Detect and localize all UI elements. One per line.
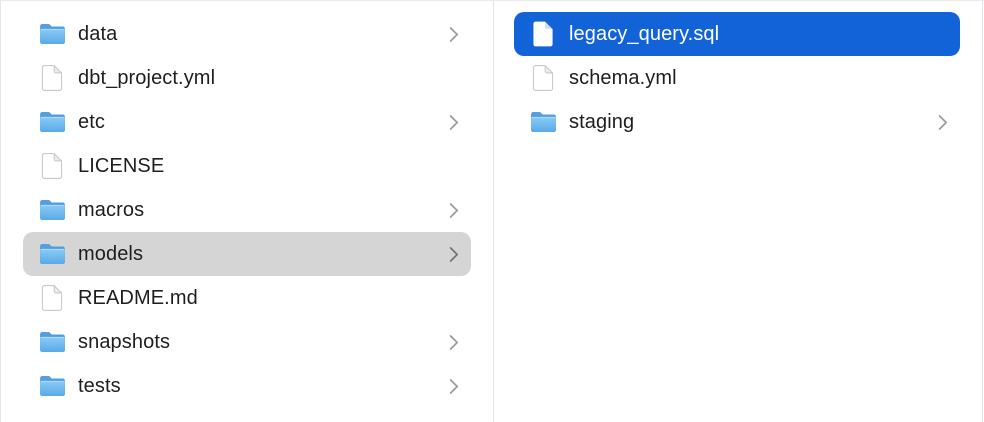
chevron-right-icon	[449, 246, 459, 263]
list-item-legacy-query-sql-selected[interactable]: legacy_query.sql	[514, 12, 960, 56]
column-divider[interactable]	[982, 1, 983, 422]
list-item-readme-md[interactable]: README.md	[23, 276, 471, 320]
item-label: tests	[78, 374, 121, 397]
chevron-right-icon	[449, 114, 459, 131]
document-icon	[529, 62, 557, 94]
item-label: LICENSE	[78, 154, 165, 177]
folder-icon	[38, 194, 66, 226]
chevron-right-icon	[938, 114, 948, 131]
item-label: legacy_query.sql	[569, 22, 720, 45]
list-item-macros[interactable]: macros	[23, 188, 471, 232]
chevron-right-icon	[449, 334, 459, 351]
document-icon	[529, 18, 557, 50]
file-column-2: legacy_query.sql schema.yml staging	[494, 1, 982, 422]
file-column-1: data dbt_project.yml etc LICENSE macros …	[1, 1, 493, 422]
item-label: staging	[569, 110, 635, 133]
item-label: snapshots	[78, 330, 171, 353]
chevron-right-icon	[449, 26, 459, 43]
item-label: dbt_project.yml	[78, 66, 216, 89]
document-icon	[38, 150, 66, 182]
folder-icon	[38, 18, 66, 50]
list-item-models-selected[interactable]: models	[23, 232, 471, 276]
list-item-dbt-project-yml[interactable]: dbt_project.yml	[23, 56, 471, 100]
column-divider[interactable]	[493, 1, 494, 422]
folder-icon	[529, 106, 557, 138]
folder-icon	[38, 106, 66, 138]
item-label: etc	[78, 110, 105, 133]
document-icon	[38, 282, 66, 314]
list-item-snapshots[interactable]: snapshots	[23, 320, 471, 364]
chevron-right-icon	[449, 378, 459, 395]
folder-icon	[38, 326, 66, 358]
list-item-schema-yml[interactable]: schema.yml	[514, 56, 960, 100]
list-item-etc[interactable]: etc	[23, 100, 471, 144]
item-label: data	[78, 22, 118, 45]
list-item-tests[interactable]: tests	[23, 364, 471, 408]
item-label: macros	[78, 198, 145, 221]
list-item-license[interactable]: LICENSE	[23, 144, 471, 188]
list-item-staging[interactable]: staging	[514, 100, 960, 144]
item-label: models	[78, 242, 144, 265]
item-label: README.md	[78, 286, 198, 309]
folder-icon	[38, 370, 66, 402]
chevron-right-icon	[449, 202, 459, 219]
document-icon	[38, 62, 66, 94]
item-label: schema.yml	[569, 66, 677, 89]
list-item-data[interactable]: data	[23, 12, 471, 56]
folder-icon	[38, 238, 66, 270]
